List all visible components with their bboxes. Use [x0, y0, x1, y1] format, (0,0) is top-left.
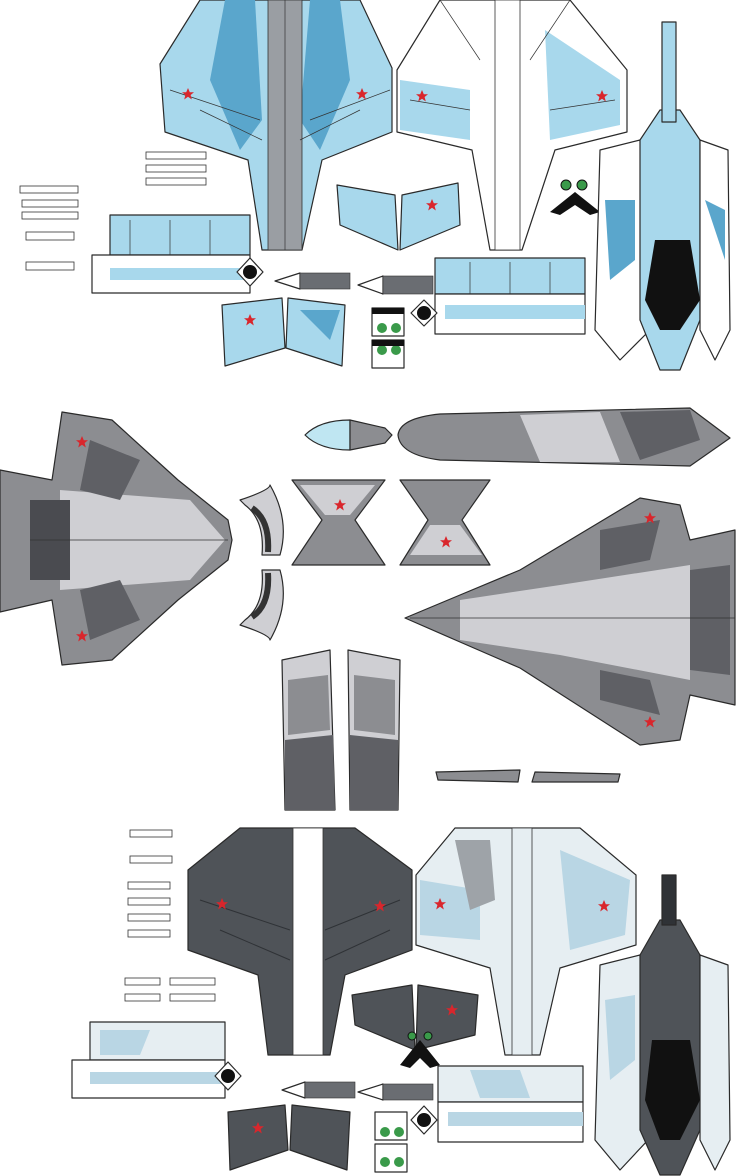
- fuselage-side-part: [397, 407, 731, 467]
- intake-circle: [243, 265, 257, 279]
- fuselage-box-right: [410, 257, 586, 335]
- missiles-left: [19, 151, 207, 271]
- upper-wing-part-dark: [187, 827, 413, 1056]
- dark-camo-section: [71, 827, 731, 1176]
- fuselage-box-dark-right: [410, 1065, 584, 1143]
- aircraft-top-view-left: [0, 411, 233, 666]
- small-strip-parts: [435, 769, 621, 783]
- canopy-part: [304, 419, 393, 451]
- vertical-assembly-right: [594, 21, 731, 371]
- curved-intake-parts: [239, 484, 284, 641]
- bowtie-parts: [291, 479, 491, 566]
- exhaust-strips-dark: [281, 1081, 434, 1101]
- tail-fins-dark-bottom: [227, 1104, 351, 1171]
- fuselage-box-dark-left: [71, 1021, 242, 1099]
- tail-fins-part-top: [336, 182, 461, 251]
- upper-wing-part-winter: [415, 827, 637, 1056]
- blue-camo-section: [19, 0, 731, 371]
- fuselage-box-left: [91, 214, 264, 294]
- landing-gear-parts: [371, 179, 600, 369]
- exhaust-strips: [274, 272, 434, 295]
- tail-fins-dark-top: [351, 984, 479, 1051]
- upper-wing-part-right: [396, 0, 628, 251]
- landing-gear-parts-dark: [374, 1031, 440, 1173]
- tail-fins-part-bottom: [221, 297, 346, 367]
- aircraft-top-view-right: [404, 497, 736, 746]
- missiles-dark: [124, 829, 216, 1002]
- upper-wing-part-left: [159, 0, 393, 251]
- vertical-assembly-dark: [594, 874, 731, 1176]
- lower-fuselage-parts: [281, 649, 401, 811]
- gray-camo-section: [0, 407, 736, 811]
